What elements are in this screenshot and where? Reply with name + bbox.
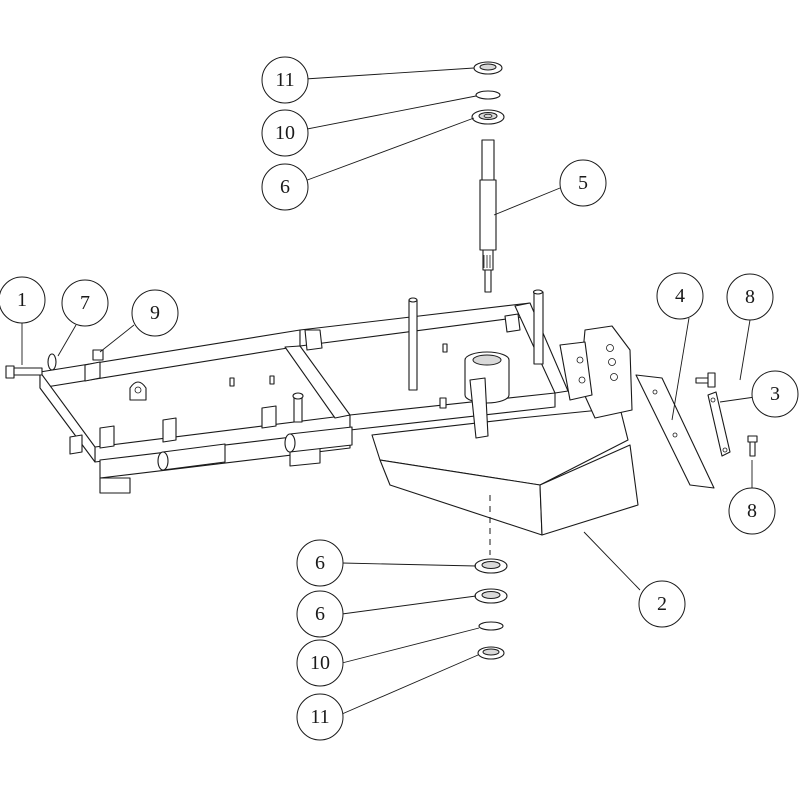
mounting-strap (707, 391, 731, 457)
callout-9: 9 (131, 289, 179, 337)
callout-label: 10 (310, 652, 330, 674)
lower-bearing-1 (474, 558, 508, 574)
lower-bearing-2 (474, 588, 508, 604)
leader-lines (21, 67, 756, 715)
callout-11-top: 11 (261, 56, 309, 104)
callout-label: 9 (150, 302, 160, 324)
callout-label: 4 (675, 285, 685, 307)
callout-6-top: 6 (261, 163, 309, 211)
callout-1: 1 (0, 276, 46, 324)
bolt-upper (695, 372, 716, 388)
callout-label: 6 (315, 603, 325, 625)
callout-11-lower: 11 (296, 693, 344, 741)
callout-5: 5 (559, 159, 607, 207)
left-washer (47, 353, 57, 371)
callout-label: 7 (80, 292, 90, 314)
callout-label: 6 (280, 176, 290, 198)
hitch-bracket (559, 325, 633, 419)
callout-label: 3 (770, 383, 780, 405)
callout-label: 6 (315, 552, 325, 574)
callout-label: 5 (578, 172, 588, 194)
top-seal (473, 61, 503, 75)
callout-label: 8 (745, 286, 755, 308)
callout-10-lower: 10 (296, 639, 344, 687)
callout-6-lower-2: 6 (296, 590, 344, 638)
lower-circlip (478, 621, 504, 631)
callout-2: 2 (638, 580, 686, 628)
callout-label: 2 (657, 593, 667, 615)
callout-label: 1 (17, 289, 27, 311)
callout-label: 10 (275, 122, 295, 144)
callout-8-upper: 8 (726, 273, 774, 321)
bolt-lower (747, 435, 758, 457)
callout-label: 11 (275, 69, 294, 91)
callout-10-top: 10 (261, 109, 309, 157)
left-nut (92, 349, 104, 361)
lower-seal (477, 646, 505, 660)
callout-4: 4 (656, 272, 704, 320)
callout-label: 8 (747, 500, 757, 522)
top-bearing (471, 109, 505, 125)
callout-7: 7 (61, 279, 109, 327)
callout-label: 11 (310, 706, 329, 728)
spindle-shaft (479, 139, 497, 293)
callout-3: 3 (751, 370, 799, 418)
top-circlip (475, 90, 501, 100)
left-bolt (5, 365, 43, 379)
callout-6-lower-1: 6 (296, 539, 344, 587)
callout-8-lower: 8 (728, 487, 776, 535)
gearbox-housing (371, 351, 639, 536)
support-posts (408, 289, 544, 391)
guard-plate (635, 374, 715, 489)
